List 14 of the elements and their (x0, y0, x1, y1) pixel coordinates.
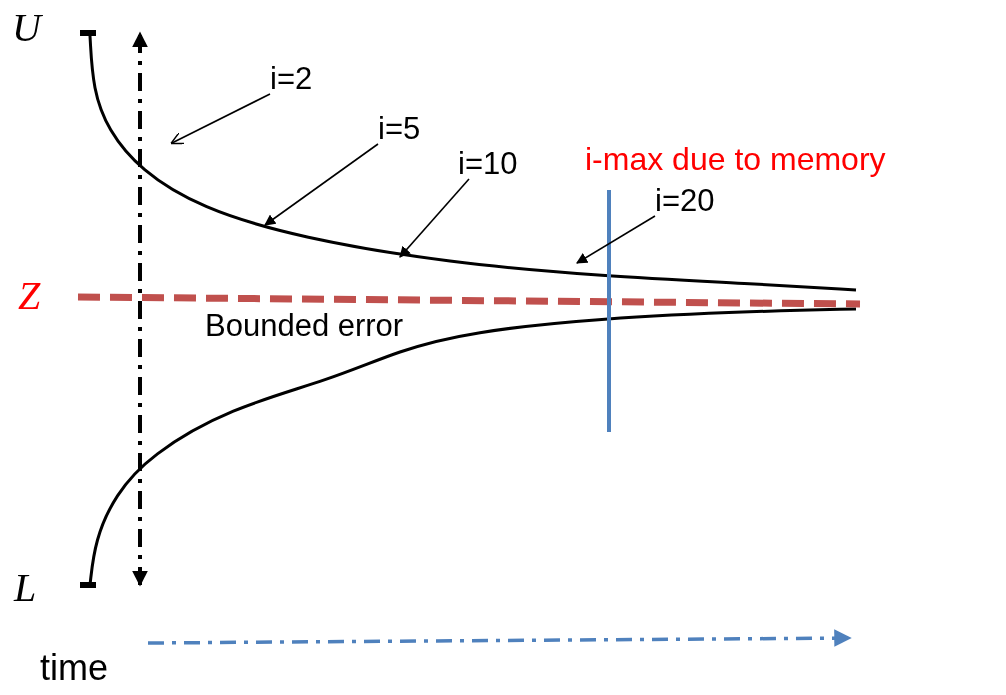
bound-symbol: L (14, 568, 37, 608)
region-label: Bounded error (205, 310, 404, 341)
iteration-label: i=10 (458, 148, 518, 179)
leader-arrow (170, 93, 271, 145)
bound-symbol: U (12, 8, 41, 48)
target-symbol: Z (18, 276, 41, 316)
iteration-label: i=5 (378, 113, 421, 144)
axis-label: time (40, 650, 108, 686)
leader-arrow (399, 178, 470, 258)
iteration-label: i=2 (270, 63, 313, 94)
annotation-text: i-max due to memory (585, 143, 886, 175)
iteration-label: i=20 (655, 185, 715, 216)
leader-arrow (576, 215, 656, 264)
leader-arrow (264, 143, 379, 226)
